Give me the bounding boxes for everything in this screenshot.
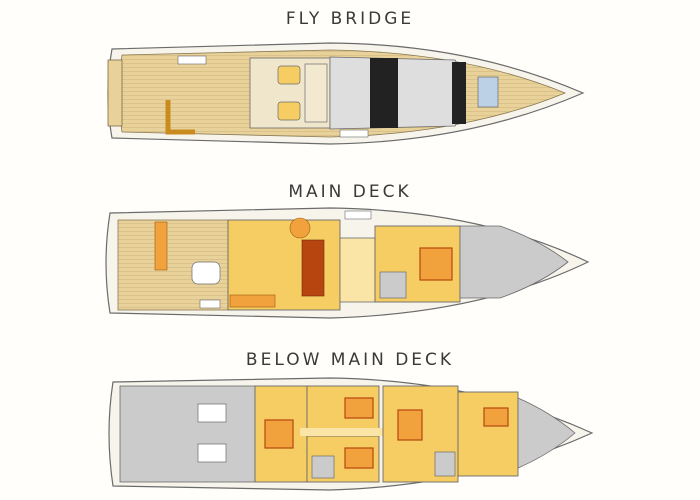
main-deck xyxy=(105,207,590,319)
below-deck-engine xyxy=(197,403,227,423)
main-deck-foredeck xyxy=(459,225,569,299)
below-deck-bathroom xyxy=(311,455,335,479)
fly-bridge-lounge xyxy=(165,100,195,135)
below-main-deck xyxy=(108,377,594,491)
below-deck-engine xyxy=(197,443,227,463)
fly-bridge-stair xyxy=(177,55,207,65)
fly-bridge-windshield xyxy=(452,62,466,124)
main-deck-stair xyxy=(199,299,221,309)
below-deck-bed xyxy=(344,397,374,419)
main-deck-aft-table xyxy=(191,261,221,285)
below-deck-bed xyxy=(483,407,509,427)
main-deck-dining-table xyxy=(301,239,325,297)
fly-bridge-helm-seat xyxy=(277,101,301,121)
main-deck-master-bed xyxy=(419,247,453,281)
fly-bridge-helm-seat xyxy=(277,65,301,85)
below-deck-bathroom xyxy=(434,451,456,477)
below-deck-bed xyxy=(264,419,294,449)
below-deck-bed xyxy=(397,409,423,441)
fly-bridge-title: FLY BRIDGE xyxy=(285,9,415,29)
main-deck-aft-bench xyxy=(154,221,168,271)
below-deck-bed xyxy=(344,447,374,469)
main-deck-bathroom xyxy=(379,271,407,299)
fly-bridge-stair xyxy=(339,129,369,138)
fly-bridge-deck xyxy=(107,42,585,145)
below-deck-crew-cabin xyxy=(457,391,519,477)
main-deck-title: MAIN DECK xyxy=(288,182,412,202)
fly-bridge-console xyxy=(304,63,328,123)
fly-bridge-windshield xyxy=(370,58,398,128)
main-deck-galley xyxy=(339,237,376,303)
fly-bridge-stern-step xyxy=(107,59,123,127)
below-main-deck-title: BELOW MAIN DECK xyxy=(245,350,455,370)
below-deck-forepeak xyxy=(517,397,576,469)
below-deck-engine-room xyxy=(119,385,256,483)
main-deck-stair xyxy=(344,210,372,220)
main-deck-sofa xyxy=(229,294,276,308)
fly-bridge-hatch xyxy=(477,76,499,108)
main-deck-spiral-stair xyxy=(289,217,311,239)
